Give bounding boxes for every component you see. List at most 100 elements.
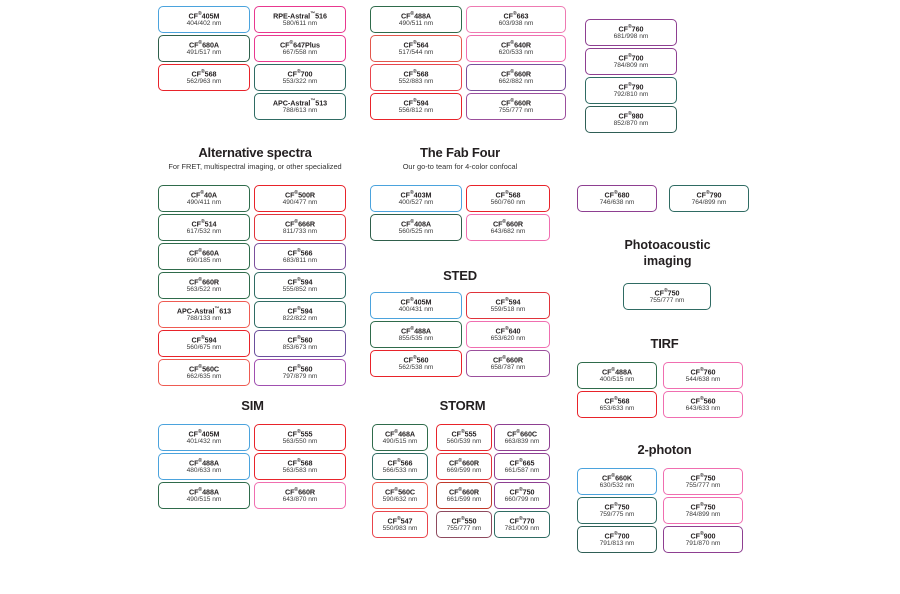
- section-title-two-photon: 2-photon: [637, 442, 692, 457]
- dye-name: APC-Astral™513: [273, 98, 327, 107]
- dye-name-number: 660A: [202, 247, 220, 257]
- trademark-symbol: ™: [310, 10, 316, 17]
- dye-name-base: CF: [509, 515, 520, 525]
- dye-name: CF®665: [510, 458, 535, 467]
- dye-name: CF®488A: [401, 11, 431, 20]
- dye-name-base: CF: [403, 39, 414, 49]
- dye-name: CF®594: [192, 335, 217, 344]
- dye-name: CF®560: [691, 396, 716, 405]
- trademark-symbol: ®: [510, 39, 515, 46]
- dye-name-number: 750: [703, 472, 716, 482]
- dye-name-base: CF: [500, 97, 511, 107]
- dye-name-number: 405M: [201, 10, 220, 20]
- dye-name-number: 555: [300, 428, 313, 438]
- section-title-line1: Photoacoustic: [624, 238, 711, 252]
- dye-name-number: 408A: [414, 218, 432, 228]
- dye-name-base: CF: [287, 276, 298, 286]
- dye-name-base: CF: [188, 428, 199, 438]
- dye-name-number: 750: [522, 486, 535, 496]
- dye-name-base: CF: [190, 189, 201, 199]
- dye-name-number: 594: [416, 97, 429, 107]
- trademark-symbol: ®: [700, 530, 704, 537]
- dye-name-number: 640R: [514, 39, 532, 49]
- dye-name-number: 750: [667, 287, 680, 297]
- dye-spectra: 491/517 nm: [186, 48, 222, 56]
